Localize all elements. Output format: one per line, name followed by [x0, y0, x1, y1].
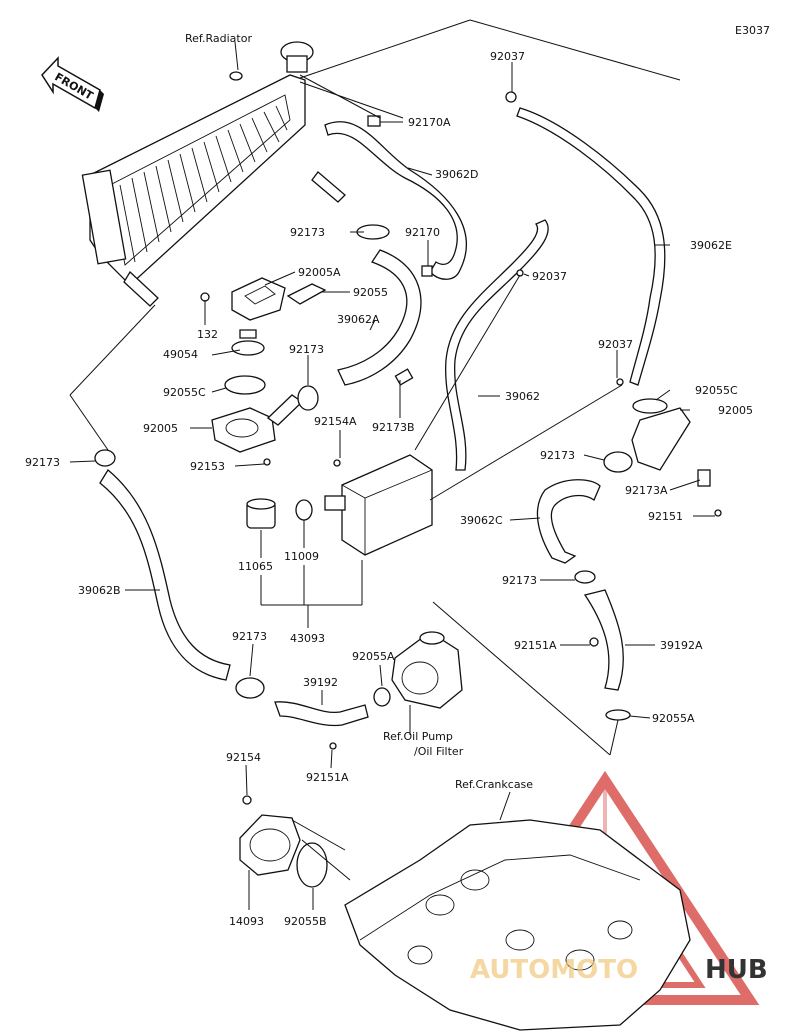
label-92055c-left: 92055C [163, 386, 206, 399]
label-92153: 92153 [190, 460, 225, 473]
housing-92005-left [211, 394, 304, 453]
oring-92055a-right [605, 709, 631, 721]
label-92173-e: 92173 [232, 630, 267, 643]
label-92055c-right: 92055C [695, 384, 738, 397]
label-92055a-right: 92055A [652, 712, 695, 725]
label-11009: 11009 [284, 550, 319, 563]
crankcase [344, 819, 691, 1031]
label-92151a-right: 92151A [514, 639, 557, 652]
clamp-92170 [421, 265, 433, 277]
hose-39062b [99, 469, 231, 681]
label-39062c: 39062C [460, 514, 503, 527]
clip-92037-right [616, 378, 624, 386]
label-92037-right: 92037 [598, 338, 633, 351]
clip-92173b [394, 368, 414, 386]
hose-39062d [324, 121, 467, 280]
oring-92055b [296, 842, 328, 888]
label-39062: 39062 [505, 390, 540, 403]
label-92151a-bottom: 92151A [306, 771, 349, 784]
water-pump [391, 631, 463, 709]
bolt-132 [200, 292, 210, 302]
thermostat-49054 [231, 329, 265, 356]
label-92173-a: 92173 [290, 226, 325, 239]
clamp-92173-right [603, 451, 633, 473]
label-92037-mid: 92037 [532, 270, 567, 283]
label-92055: 92055 [353, 286, 388, 299]
ref-crankcase-label: Ref.Crankcase [455, 778, 533, 791]
bolt-92154 [242, 795, 252, 805]
label-92151: 92151 [648, 510, 683, 523]
watermark-text: AUTOMOTO HUB [470, 955, 768, 985]
label-39062b: 39062B [78, 584, 121, 597]
clamp-92173-left [94, 449, 116, 467]
label-92005a: 92005A [298, 266, 341, 279]
hose-39062c [536, 479, 601, 564]
reservoir-tank-43093 [324, 454, 433, 556]
label-92173-b: 92173 [289, 343, 324, 356]
clamp-92170a [367, 115, 381, 127]
ref-radiator-label: Ref.Radiator [185, 32, 252, 45]
hose-39062 [444, 219, 549, 471]
front-arrow-icon [41, 56, 104, 112]
label-39192a: 39192A [660, 639, 703, 652]
pipe-39192 [274, 701, 369, 727]
bolt-92153 [263, 458, 271, 466]
clamp-92173-mid [297, 385, 319, 411]
bolt-92151a-right [589, 637, 599, 647]
oring-92055c-left [224, 375, 266, 395]
oring-92055 [286, 283, 327, 305]
label-39062a: 39062A [337, 313, 380, 326]
label-11065: 11065 [238, 560, 273, 573]
bolt-92151a-bottom [329, 742, 337, 750]
pipe-39192a [583, 589, 624, 691]
label-92154a: 92154A [314, 415, 357, 428]
watermark-text-light: AUTOMOTO [470, 955, 638, 985]
label-43093: 43093 [290, 632, 325, 645]
part-labels: E3037 Ref.Radiator 92037 92170A 39062D 9… [25, 24, 770, 928]
label-92173a: 92173A [625, 484, 668, 497]
label-92005-right: 92005 [718, 404, 753, 417]
label-14093: 14093 [229, 915, 264, 928]
clip-92173a [697, 469, 711, 487]
label-132: 132 [197, 328, 218, 341]
label-49054: 49054 [163, 348, 198, 361]
oring-92055c-right [632, 398, 668, 414]
housing-92005-right [631, 407, 691, 471]
label-92055a-mid: 92055A [352, 650, 395, 663]
label-92173-c: 92173 [540, 449, 575, 462]
bolt-92154a [333, 459, 341, 467]
label-92055b: 92055B [284, 915, 327, 928]
hose-39062a [337, 249, 422, 386]
bolt-92151 [714, 509, 722, 517]
watermark-text-dark: HUB [705, 955, 768, 985]
ref-oil-filter-label: /Oil Filter [414, 745, 464, 758]
ref-oil-pump-label: Ref.Oil Pump [383, 730, 453, 743]
label-92173-left: 92173 [25, 456, 60, 469]
label-92154: 92154 [226, 751, 261, 764]
diagram-code: E3037 [735, 24, 770, 37]
cover-14093 [239, 814, 301, 876]
clamp-92173-bottom [235, 677, 265, 699]
label-39192: 39192 [303, 676, 338, 689]
label-92170a: 92170A [408, 116, 451, 129]
clamp-92173-lower-right [574, 570, 596, 584]
label-92005-left: 92005 [143, 422, 178, 435]
gasket-11009 [295, 499, 313, 521]
label-39062e: 39062E [690, 239, 732, 252]
clip-92037-top [505, 91, 517, 103]
radiator [81, 41, 346, 307]
cap-11065 [246, 498, 276, 529]
leader-lines [69, 19, 715, 910]
label-92170: 92170 [405, 226, 440, 239]
hose-39062e [516, 107, 666, 386]
label-92173-d: 92173 [502, 574, 537, 587]
oring-92055a-mid [373, 687, 391, 707]
clip-92037-mid [516, 269, 524, 277]
label-92037-top: 92037 [490, 50, 525, 63]
label-92173b: 92173B [372, 421, 415, 434]
label-39062d: 39062D [435, 168, 478, 181]
thermostat-cover-92005a [231, 277, 286, 321]
